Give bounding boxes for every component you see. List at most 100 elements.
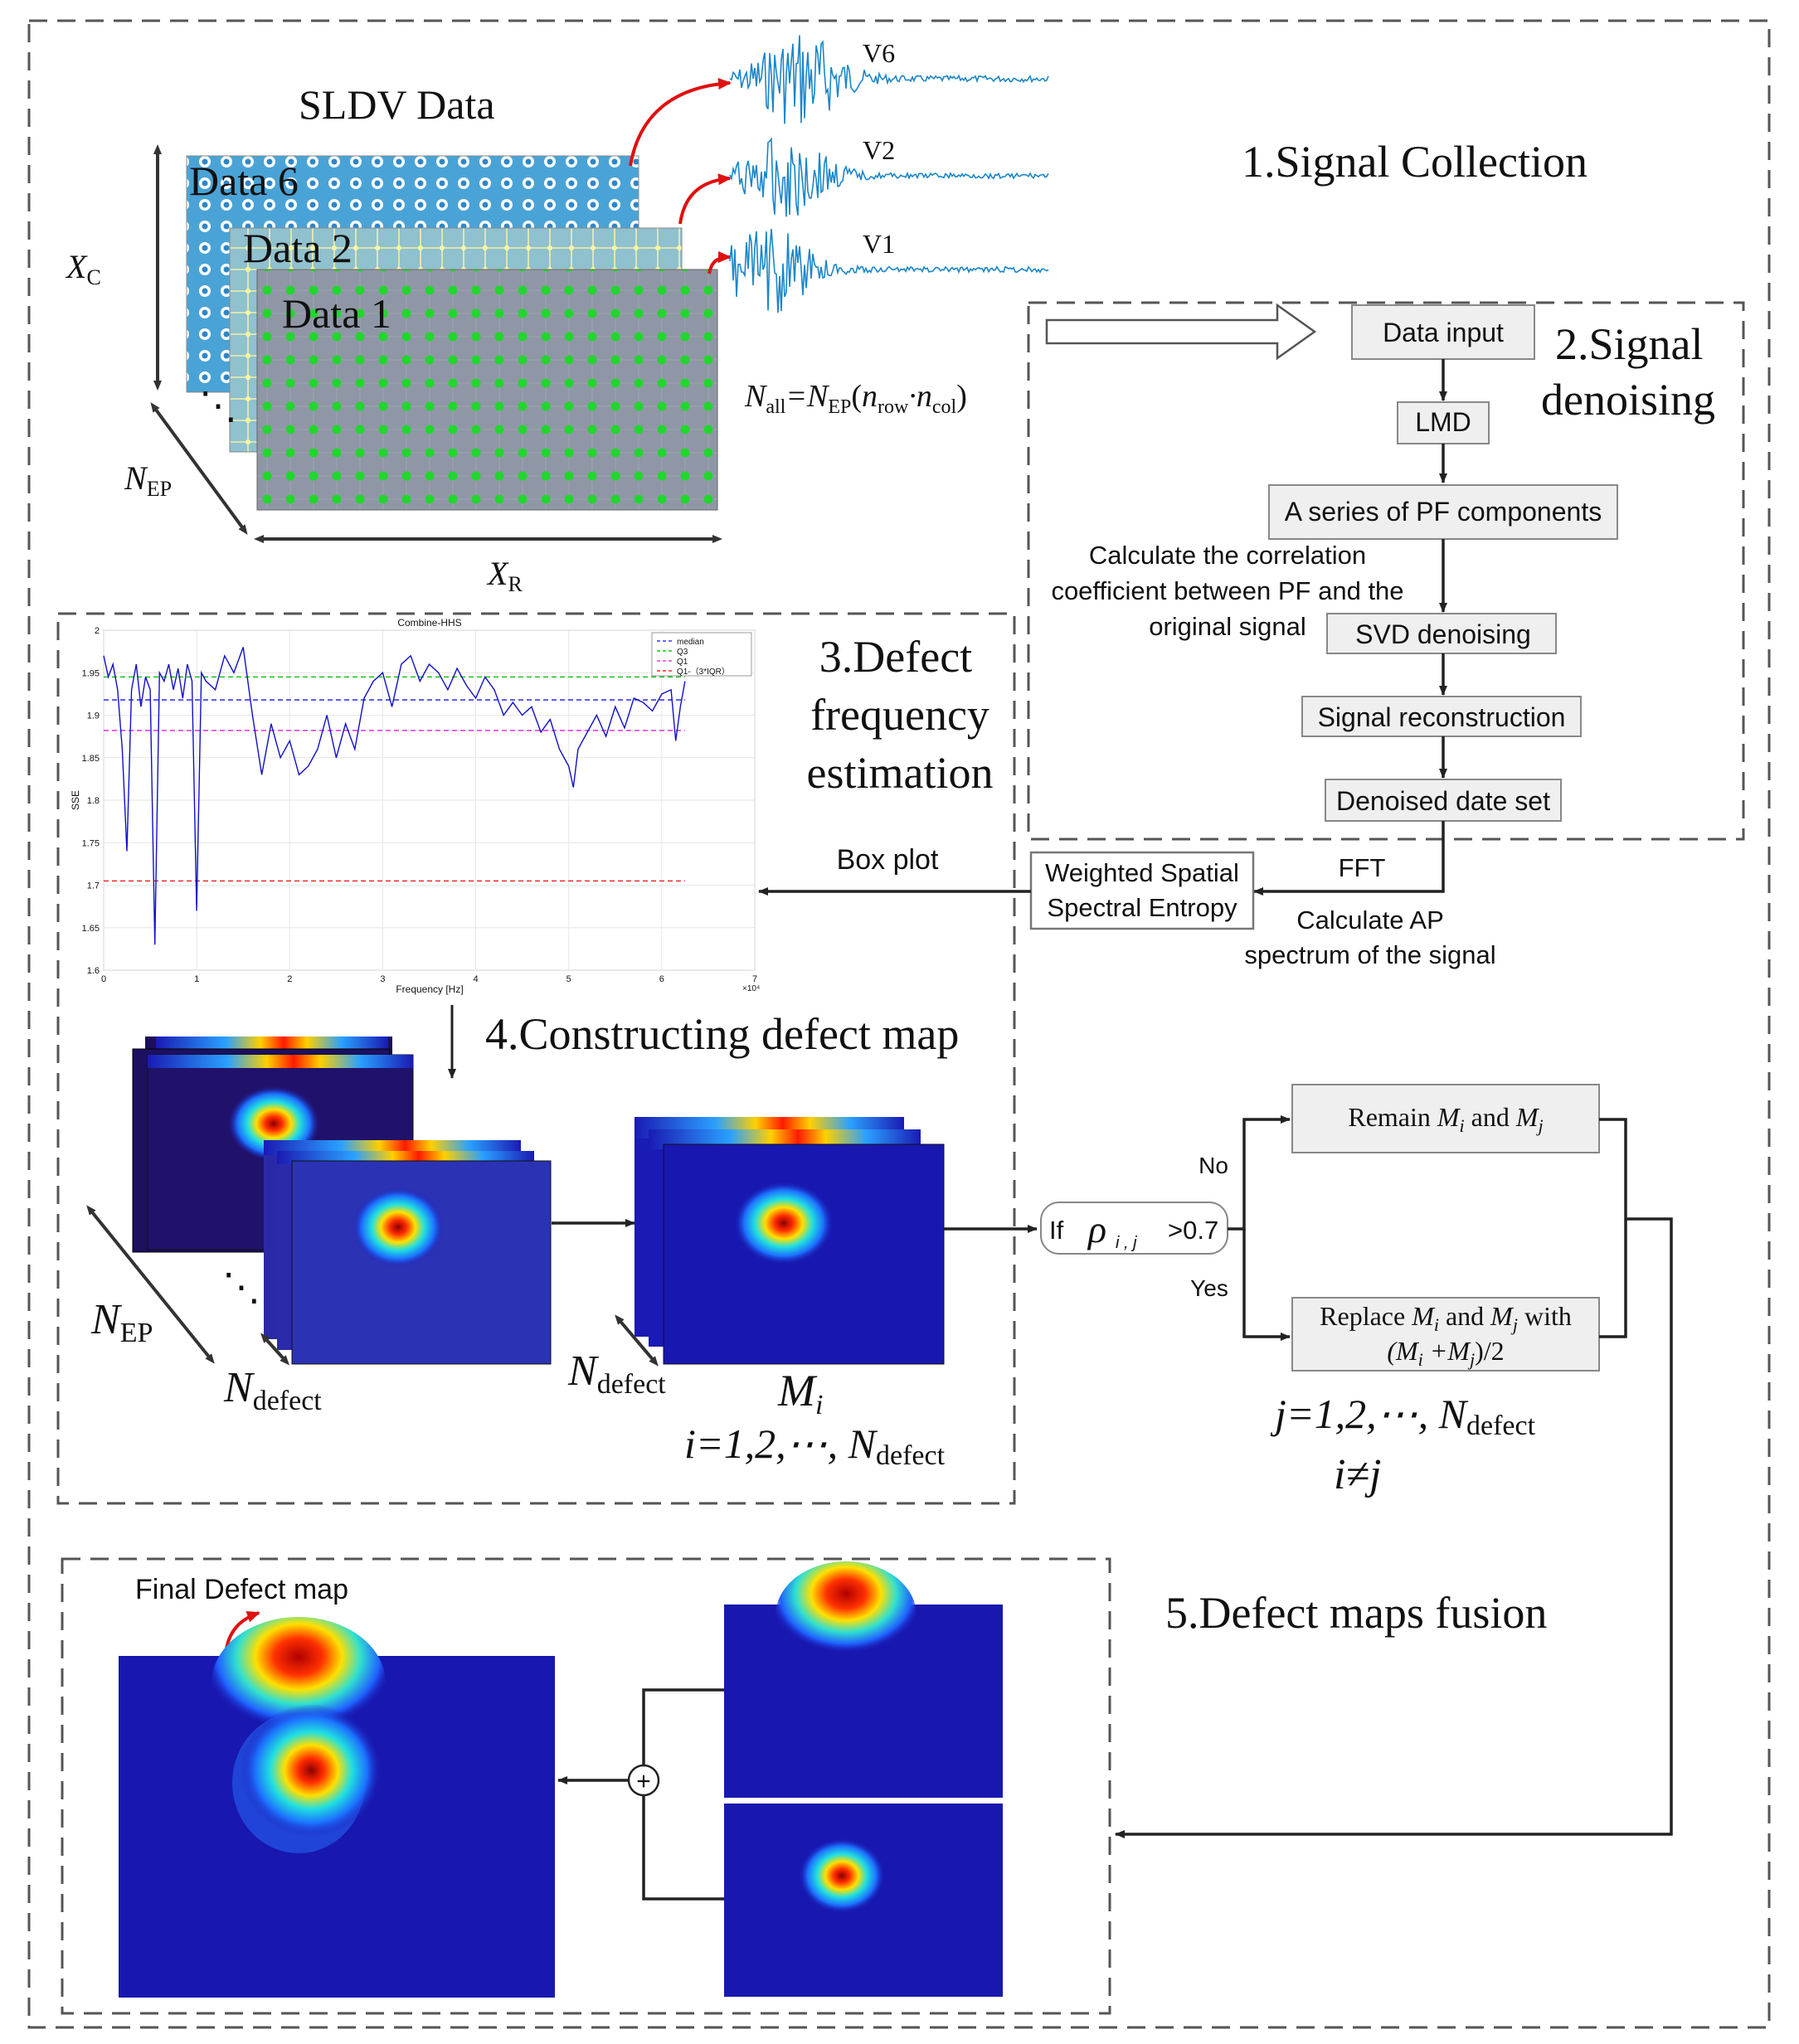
n-all-formula: Nall=NEP(nrow·ncol) <box>744 379 967 418</box>
chart-x-tick-label: 3 <box>380 974 385 984</box>
chart-x-tick-label: 5 <box>566 974 571 984</box>
arrow-yes-branch <box>1242 1229 1291 1341</box>
chart-legend-label: median <box>677 638 704 647</box>
xr-label: XR <box>486 555 523 596</box>
step-svd-denoising: SVD denoising <box>1326 613 1557 654</box>
chart-y-tick-label: 2 <box>95 626 100 636</box>
chart-x-tick-label: 4 <box>474 974 479 984</box>
svg-text:Replace Mi and Mj with: Replace Mi and Mj with <box>1320 1301 1572 1335</box>
svg-text:Spectral Entropy: Spectral Entropy <box>1047 893 1237 922</box>
mi-map-stack <box>635 1117 945 1365</box>
arrow-to-v6 <box>629 78 732 167</box>
svg-text:Signal reconstruction: Signal reconstruction <box>1318 702 1566 732</box>
signal-waveform-v2 <box>729 137 1049 217</box>
nep-arrow-maps <box>86 1205 215 1364</box>
svg-text:(Mi +Mj)/2: (Mi +Mj)/2 <box>1387 1336 1504 1370</box>
signal-waveform-v1 <box>729 228 1049 313</box>
chart-y-tick-label: 1.85 <box>82 754 100 764</box>
svg-text:i , j: i , j <box>1116 1234 1137 1252</box>
ndefect-label-b: Ndefect <box>567 1347 666 1400</box>
arrow-to-v1 <box>707 251 732 274</box>
section-2-title-line2: denoising <box>1541 375 1715 425</box>
svg-text:>0.7: >0.7 <box>1168 1216 1218 1245</box>
chart-x-tick-label: 0 <box>101 974 106 984</box>
chart-x-tick-label: 1 <box>194 974 199 984</box>
data-layer-1: Data 1 <box>256 269 718 511</box>
chart-y-tick-label: 1.95 <box>82 668 100 678</box>
svg-text:original signal: original signal <box>1149 612 1306 641</box>
final-defect-map-label: Final Defect map <box>135 1574 348 1605</box>
layer-ellipsis: ⋱ <box>199 385 237 427</box>
section-5-title: 5.Defect maps fusion <box>1165 1588 1547 1638</box>
ndefect-arrow-b <box>615 1314 659 1367</box>
arrow-denoised-wsse <box>1253 821 1445 896</box>
arrow-to-fusion <box>1115 1217 1673 1838</box>
section-2-title-line1: 2.Signal <box>1555 319 1704 369</box>
chart-x-tick-label: 6 <box>659 974 664 984</box>
final-defect-map <box>119 1617 555 1998</box>
svg-text:ρ: ρ <box>1087 1208 1106 1250</box>
arrow-no-branch <box>1228 1115 1291 1231</box>
nep-axis-arrow <box>150 402 248 535</box>
remain-maps-box: Remain Mi and Mj <box>1291 1084 1600 1153</box>
yes-label: Yes <box>1190 1275 1228 1301</box>
chart-x-exponent: ×10⁴ <box>742 984 760 993</box>
section-1-title: 1.Signal Collection <box>1242 137 1587 187</box>
nep-label: NEP <box>124 459 172 501</box>
chart-legend-label: Q3 <box>677 648 688 657</box>
svg-text:Calculate the correlation: Calculate the correlation <box>1089 541 1366 570</box>
signal-waveform-v6 <box>729 35 1049 124</box>
svg-text:If: If <box>1049 1216 1064 1245</box>
chart-x-tick-label: 2 <box>287 974 292 984</box>
svg-text:SVD denoising: SVD denoising <box>1355 619 1531 649</box>
chart-title: Combine-HHS <box>397 617 461 629</box>
chart-y-tick-label: 1.6 <box>87 966 100 976</box>
sum-node: + <box>627 1764 660 1797</box>
merge-bracket <box>1599 1118 1627 1338</box>
chart-legend-label: Q1 <box>677 658 688 667</box>
fusion-input-map-top <box>724 1561 1003 1798</box>
chart-x-tick-label: 7 <box>752 974 757 984</box>
sldv-data-title: SLDV Data <box>299 81 495 128</box>
svg-text:Weighted Spatial: Weighted Spatial <box>1045 858 1239 887</box>
fusion-panel <box>61 1557 1111 2015</box>
ap-note-line2: spectrum of the signal <box>1244 940 1495 969</box>
mi-label: Mi <box>777 1366 823 1420</box>
replace-maps-box: Replace Mi and Mj with (Mi +Mj)/2 <box>1291 1297 1600 1372</box>
fft-label: FFT <box>1339 853 1386 882</box>
arrow-to-v2 <box>678 173 732 225</box>
chart-y-tick-label: 1.9 <box>87 711 100 721</box>
weighted-spatial-spectral-entropy-box: Weighted Spatial Spectral Entropy <box>1029 851 1255 930</box>
fusion-line-bottom <box>642 1795 724 1901</box>
ap-note-line1: Calculate AP <box>1296 905 1444 935</box>
data-6-label: Data 6 <box>189 158 299 204</box>
defect-map-stack-a <box>132 1037 552 1365</box>
v6-label: V6 <box>863 38 895 68</box>
chart-y-tick-label: 1.8 <box>87 796 100 806</box>
chart-y-tick-label: 1.7 <box>87 881 100 891</box>
chart-ylabel: SSE <box>70 790 81 810</box>
svg-text:A series of PF components: A series of PF components <box>1285 497 1602 527</box>
step-lmd: LMD <box>1397 401 1490 444</box>
maps-ellipsis: ⋱ <box>222 1266 260 1308</box>
svg-text:coefficient between PF and the: coefficient between PF and the <box>1051 576 1403 605</box>
ndefect-arrow-a <box>260 1333 290 1366</box>
v2-label: V2 <box>863 135 895 165</box>
data-2-label: Data 2 <box>243 225 353 271</box>
ndefect-label-a: Ndefect <box>223 1364 322 1416</box>
j-range: j=1,2,⋯, Ndefect <box>1270 1391 1536 1441</box>
svg-text:Denoised date set: Denoised date set <box>1336 786 1550 816</box>
svg-text:LMD: LMD <box>1415 407 1471 437</box>
denoising-panel <box>1027 301 1745 841</box>
box-plot-label: Box plot <box>837 844 939 876</box>
chart-y-tick-label: 1.65 <box>82 924 100 934</box>
no-label: No <box>1199 1153 1228 1178</box>
step-pf-components: A series of PF components <box>1268 484 1618 540</box>
step-denoised-dataset: Denoised date set <box>1325 779 1562 822</box>
section-3-title-line2: frequency <box>810 690 989 740</box>
xc-label: XC <box>65 248 101 289</box>
mi-index-range: i=1,2,⋯, Ndefect <box>684 1420 946 1471</box>
